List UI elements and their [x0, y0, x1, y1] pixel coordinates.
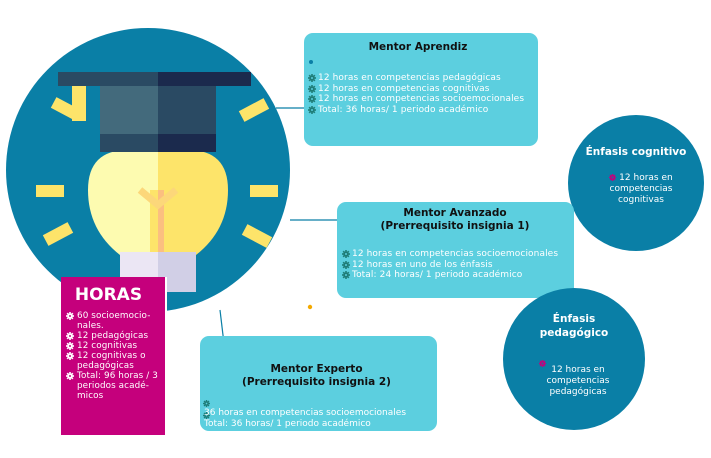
mentor-experto-title: Mentor Experto: [270, 363, 363, 375]
gear-icon: [66, 352, 74, 360]
gear-icon: [342, 260, 350, 269]
list-item: Total: 24 horas/ 1 periodo académico: [342, 270, 568, 281]
horas-list: 60 socioemocio-nales. 12 pedagógicas 12 …: [66, 311, 161, 401]
enfasis-cognitivo-text-3: cognitivas: [618, 195, 664, 205]
enfasis-pedagogico-text-1: 12 horas en: [551, 365, 605, 375]
graduation-cap-icon: [58, 72, 251, 152]
mentor-experto-card: Mentor Experto (Prerrequisito insignia 2…: [200, 336, 437, 431]
list-item: Total: 96 horas / 3 periodos acadé-micos: [66, 371, 161, 401]
mentor-avanzado-card: Mentor Avanzado (Prerrequisito insignia …: [337, 202, 574, 298]
gear-icon: [66, 332, 74, 340]
mentor-avanzado-list: 12 horas en competencias socioemocionale…: [342, 249, 568, 281]
mentor-experto-item-2: Total: 36 horas/ 1 periodo académico: [204, 419, 371, 429]
light-rays: [36, 86, 278, 248]
enfasis-cognitivo-text-2: competencias: [609, 184, 673, 194]
gear-icon: [308, 105, 316, 114]
mentor-experto-item-1: 36 horas en competencias socioemocionale…: [204, 408, 407, 418]
gear-icon: [539, 352, 546, 367]
gear-icon: [342, 271, 350, 279]
list-item: 12 horas en competencias pedagógicas: [308, 73, 528, 84]
gear-icon: [308, 74, 316, 82]
orange-dot: [307, 304, 313, 310]
mentor-aprendiz-card: Mentor Aprendiz 12 horas en competencias…: [304, 33, 538, 146]
horas-card: HORAS 60 socioemocio-nales. 12 pedagógic…: [61, 277, 167, 435]
enfasis-pedagogico-text-2: competencias: [546, 376, 610, 386]
gear-icon: [342, 250, 350, 258]
list-item: 12 horas en competencias socioemocionale…: [342, 249, 568, 260]
mentor-aprendiz-list: 12 horas en competencias pedagógicas 12 …: [308, 73, 528, 115]
list-item: Total: 36 horas/ 1 periodo académico: [308, 105, 528, 116]
gear-icon: [66, 312, 74, 320]
gear-icon: [609, 174, 617, 181]
list-item: 12 horas en competencias cognitivas: [308, 84, 528, 95]
list-item: 12 horas en competencias socioemocionale…: [308, 94, 528, 105]
enfasis-pedagogico-circle: Énfasis pedagógico 12 horas en competenc…: [503, 288, 645, 430]
enfasis-pedagogico-title: Énfasis: [552, 313, 596, 325]
enfasis-cognitivo-circle: Énfasis cognitivo 12 horas en competenci…: [568, 115, 704, 251]
list-item: 12 cognitivas o pedagógicas: [66, 351, 161, 371]
gear-icon: [203, 392, 210, 407]
enfasis-cognitivo-title: Énfasis cognitivo: [585, 146, 687, 158]
horas-title: HORAS: [74, 285, 143, 305]
enfasis-cognitivo-text-1: 12 horas en: [619, 173, 673, 183]
gear-icon: [308, 95, 316, 103]
gear-icon: [66, 342, 74, 350]
enfasis-pedagogico-text-3: pedagógicas: [549, 387, 607, 397]
mentor-experto-subtitle: (Prerrequisito insignia 2): [242, 376, 391, 388]
enfasis-pedagogico-subtitle: pedagógico: [539, 327, 609, 339]
mentor-avanzado-subtitle: (Prerrequisito insignia 1): [380, 220, 530, 232]
gear-icon: [66, 372, 74, 380]
list-item: 12 pedagógicas: [66, 331, 161, 341]
gear-icon: [203, 404, 210, 419]
list-item: 60 socioemocio-nales.: [66, 311, 161, 331]
gear-icon: [308, 84, 316, 93]
list-item: 12 horas en uno de los énfasis: [342, 260, 568, 271]
bullet-dot: [309, 60, 313, 64]
list-item: 12 cognitivas: [66, 341, 161, 351]
mentor-aprendiz-title: Mentor Aprendiz: [368, 41, 468, 53]
mentor-avanzado-title: Mentor Avanzado: [403, 207, 507, 219]
